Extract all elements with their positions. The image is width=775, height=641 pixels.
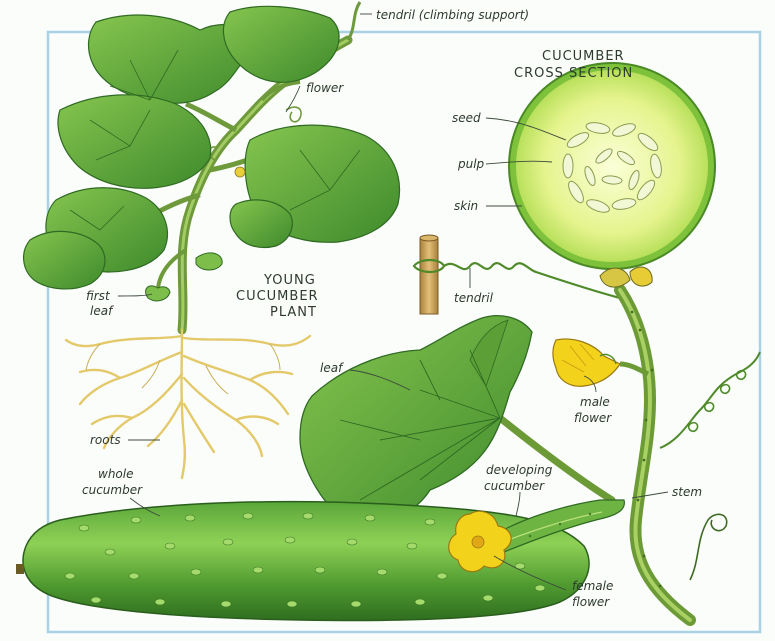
label-pulp: pulp [457,157,485,171]
label-first-leaf-line2: leaf [90,304,114,318]
label-developing-cucumber-line2: cucumber [484,479,545,493]
label-leaf: leaf [320,361,344,375]
label-roots: roots [90,433,121,447]
label-skin: skin [454,199,478,213]
label-young-plant-line3: PLANT [270,305,317,320]
label-tendril-climbing-support: tendril (climbing support) [376,8,529,22]
label-tendril: tendril [454,291,494,305]
label-young-plant-line2: CUCUMBER [236,289,319,304]
label-seed: seed [452,111,481,125]
label-male-flower-line1: male [580,395,610,409]
label-whole-cucumber-line1: whole [98,467,133,481]
label-stem: stem [672,485,702,499]
label-young-plant-line1: YOUNG [263,273,316,288]
label-female-flower-line1: female [572,579,613,593]
label-male-flower-line2: flower [574,411,612,425]
label-first-leaf-line1: first [86,289,111,303]
label-flower: flower [306,81,344,95]
cucumber-cross-section [509,63,715,269]
label-cross-section-line2: CROSS SECTION [514,66,633,81]
label-female-flower-line2: flower [572,595,610,609]
label-whole-cucumber-line2: cucumber [82,483,143,497]
label-developing-cucumber-line1: developing [486,463,553,477]
label-cross-section-line1: CUCUMBER [542,49,625,64]
